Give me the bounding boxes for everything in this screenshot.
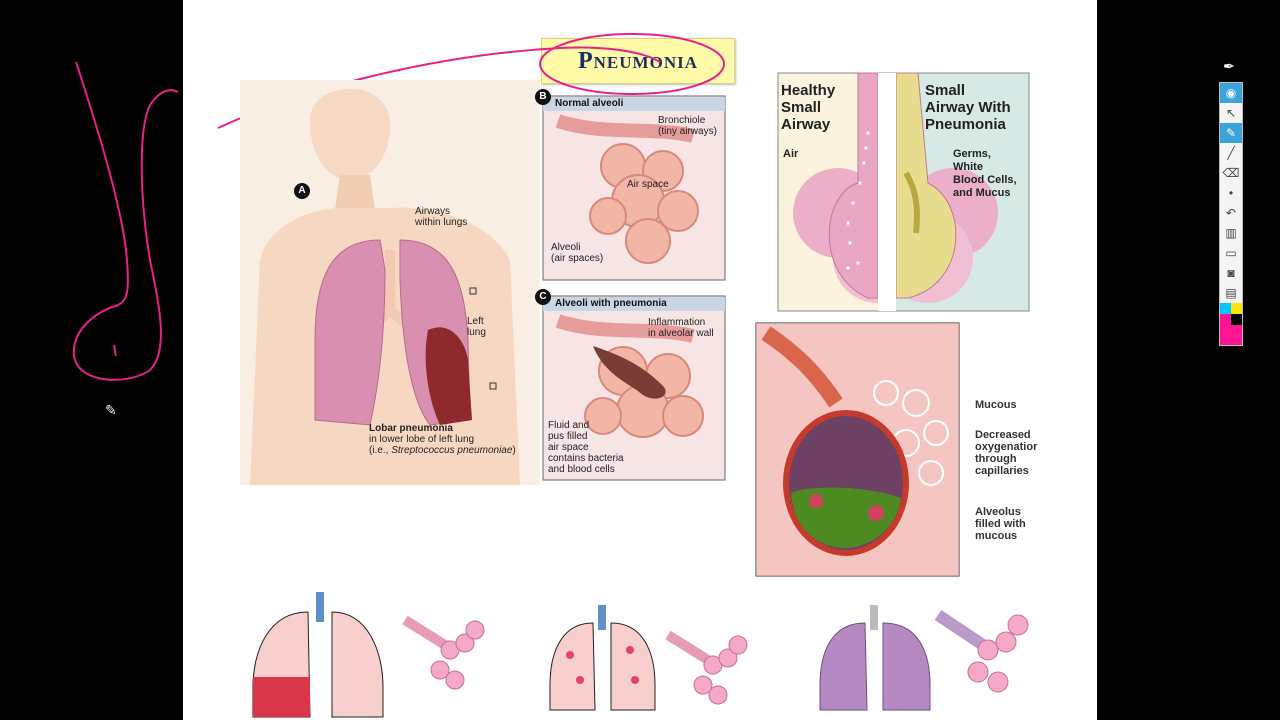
normal-alveoli-illustration: [542, 95, 726, 281]
airway-comparison-illustration: [777, 72, 1030, 312]
left-lung-label: Left lung: [467, 316, 486, 338]
panel-b-badge: B: [535, 89, 551, 105]
color-swatch-cyan[interactable]: [1220, 303, 1231, 314]
bottom-lungs-broncho-illustration: [549, 605, 656, 711]
eraser-tool-icon[interactable]: ⌫: [1222, 166, 1240, 180]
color-swatch-black[interactable]: [1231, 314, 1242, 325]
alveolus-filled-label: Alveolus filled with mucous: [975, 506, 1026, 542]
fluid-pus-label: Fluid and pus filled air space contains …: [548, 420, 624, 475]
bottom-lungs-interstitial-illustration: [819, 605, 931, 711]
lobar-pneumonia-sub2: (i.e., Streptococcus pneumoniae): [369, 445, 516, 456]
bottom-lungs-lobar-illustration: [252, 592, 384, 718]
bottom-alveoli-2-illustration: [665, 630, 748, 705]
pen-cursor-icon: ✎: [105, 402, 117, 418]
lobar-pneumonia-sub1: in lower lobe of left lung: [369, 434, 475, 445]
panel-b-header: Normal alveoli: [543, 97, 725, 111]
undo-tool-icon[interactable]: ↶: [1225, 206, 1237, 220]
bottom-alveoli-3-illustration: [934, 610, 1029, 693]
trash-tool-icon[interactable]: ▥: [1225, 226, 1237, 240]
decreased-oxygenation-label: Decreased oxygenatior through capillarie…: [975, 429, 1038, 477]
line-tool-icon[interactable]: ╱: [1227, 146, 1235, 160]
healthy-airway-label: Healthy Small Airway: [781, 82, 836, 133]
lobar-sub2-suffix: ): [512, 445, 516, 456]
inflammation-label: Inflammation in alveolar wall: [648, 317, 714, 339]
germs-label: Germs, White Blood Cells, and Mucus: [953, 148, 1017, 199]
panel-a-badge: A: [294, 183, 310, 199]
pneumonia-airway-label: Small Airway With Pneumonia: [925, 82, 1011, 133]
lobar-sub2-italic: Streptococcus pneumoniae: [391, 445, 513, 456]
camera-tool-icon[interactable]: ◙: [1227, 266, 1235, 280]
whiteboard-tool-icon[interactable]: ▭: [1225, 246, 1237, 260]
color-swatch-yellow[interactable]: [1231, 303, 1242, 314]
lobar-pneumonia-title: Lobar pneumonia: [369, 423, 453, 434]
clipboard-tool-icon[interactable]: ▤: [1225, 286, 1237, 300]
dot-tool-icon[interactable]: •: [1228, 186, 1234, 200]
panel-c-header: Alveoli with pneumonia: [543, 297, 725, 311]
bottom-alveoli-1-illustration: [402, 615, 485, 690]
lungs-torso-illustration: [240, 80, 540, 485]
airways-label: Airways within lungs: [415, 206, 468, 228]
alveoli-label: Alveoli (air spaces): [551, 242, 604, 264]
lobar-sub2-prefix: (i.e.,: [369, 445, 392, 456]
air-label: Air: [783, 148, 799, 160]
air-space-label: Air space: [627, 179, 669, 190]
mucous-label: Mucous: [975, 399, 1017, 411]
annotation-toolbar: ◉ ↖ ✎ ╱ ⌫ • ↶ ▥ ▭ ◙ ▤: [1219, 82, 1243, 346]
highlighter-tool-icon[interactable]: ✎: [1220, 123, 1242, 143]
color-swatch-pink[interactable]: [1220, 314, 1231, 325]
panel-c-badge: C: [535, 289, 551, 305]
color-palette: [1220, 303, 1242, 345]
color-swatch-pink-large[interactable]: [1220, 325, 1242, 345]
pneumonia-alveoli-illustration: [542, 295, 726, 481]
eye-tool-icon[interactable]: ◉: [1220, 83, 1242, 103]
pointer-tool-icon[interactable]: ↖: [1225, 106, 1237, 120]
bronchiole-label: Bronchiole (tiny airways): [658, 115, 717, 137]
toolbar-top-pin-icon[interactable]: ✒: [1223, 58, 1235, 74]
mucous-alveolus-illustration: [755, 322, 960, 577]
